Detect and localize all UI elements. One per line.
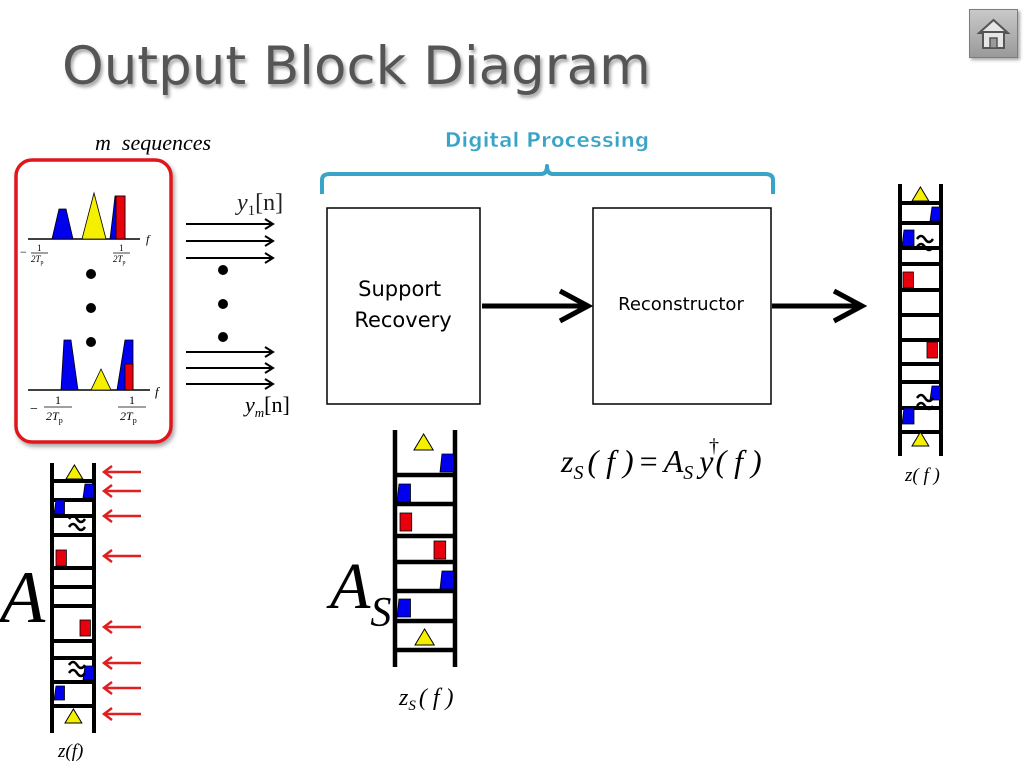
ladder-cell-red (433, 540, 447, 560)
signal-label-ym: ym[n] (243, 392, 290, 420)
svg-text:2Tp: 2Tp (31, 254, 44, 266)
reconstructor-label: Reconstructor (618, 294, 744, 315)
ladder-cell-blue (439, 453, 454, 473)
ladder-break-mark (67, 514, 87, 532)
ladder-cell-blue (396, 598, 411, 618)
ladder-break-mark (915, 393, 935, 411)
ladder-cell-blue (53, 685, 65, 701)
ladder-cell-yellow (413, 433, 435, 451)
spectrum-top: f − 1 2Tp 1 2Tp (20, 191, 151, 266)
ladder-cell-red (55, 549, 67, 567)
svg-text:zS( f )=ASy( f ): zS( f )=ASy( f ) (560, 443, 762, 484)
ladder-cell-red (79, 619, 91, 637)
signal-label-y1: y1[n] (235, 190, 283, 219)
ladder-cell-blue (929, 385, 941, 401)
ladder-cell-yellow (911, 186, 930, 202)
spectrum-bottom-axis-label: f (155, 384, 161, 399)
support-matrix-column (392, 430, 458, 667)
red-selection-arrowhead (101, 620, 113, 634)
red-selection-arrowhead (101, 509, 113, 523)
matrix-A-symbol: A (0, 557, 46, 639)
svg-text:2Tp: 2Tp (113, 254, 126, 266)
support-recovery-label: Support Recovery (354, 277, 451, 332)
red-selection-arrowhead (101, 707, 113, 721)
matrix-AS-column-label: zS( f ) (398, 685, 454, 714)
digital-processing-heading: Digital Processing (445, 128, 649, 152)
svg-text:AS: AS (326, 550, 391, 636)
red-selection-arrowhead (101, 656, 113, 670)
support-recovery-block (326, 207, 481, 405)
output-column-label: z( f ) (904, 465, 940, 486)
home-icon (976, 18, 1011, 49)
red-selection-arrowhead (101, 484, 113, 498)
spectrum-top-axis-label: f (146, 232, 151, 246)
ladder-cell-blue (439, 570, 454, 590)
ladder-cell-red (902, 271, 914, 289)
ladder-cell-blue (901, 229, 915, 247)
spectrum-top-neg-sign: − (20, 245, 27, 259)
svg-text:1: 1 (119, 243, 124, 253)
svg-text:1: 1 (55, 393, 61, 407)
svg-text:2Tp: 2Tp (120, 409, 137, 425)
spectrum-ellipsis (86, 269, 96, 347)
ladder-cell-yellow (65, 464, 84, 480)
red-selection-arrowhead (101, 681, 113, 695)
ladder-cell-red (926, 341, 938, 359)
red-selection-arrowhead (101, 465, 113, 479)
signal-arrows-top (186, 218, 275, 264)
ladder-cell-yellow (911, 431, 930, 447)
svg-text:zS( f ): zS( f ) (398, 685, 454, 714)
signal-ellipsis (218, 265, 228, 342)
svg-text:y1[n]: y1[n] (235, 190, 283, 219)
spectrum-top-right-tick: 1 2Tp (113, 243, 130, 266)
ladder-cell-red (399, 512, 413, 532)
ladder-break-mark (915, 234, 935, 252)
svg-text:ym[n]: ym[n] (243, 392, 290, 420)
m-sequences-heading: m sequences (95, 130, 211, 155)
sensing-matrix-column (50, 463, 96, 733)
ladder-cell-yellow (414, 628, 436, 646)
ladder-cell-blue (82, 483, 94, 499)
ladder-cell-blue (396, 483, 411, 503)
reconstructor-block (592, 207, 772, 405)
svg-text:1: 1 (37, 243, 42, 253)
ladder-break-mark (67, 660, 87, 678)
digital-processing-brace (320, 164, 775, 194)
output-column (898, 184, 943, 456)
arrow-support-to-reconstructor (482, 288, 594, 324)
svg-text:1: 1 (129, 393, 135, 407)
slide-title: Output Block Diagram (62, 36, 651, 97)
spectrum-top-left-tick: 1 2Tp (31, 243, 48, 266)
home-button[interactable] (969, 9, 1018, 58)
ladder-cell-blue (53, 499, 65, 515)
svg-text:2Tp: 2Tp (46, 409, 63, 425)
matrix-A-column-label: z(f) (57, 741, 83, 762)
spectrum-bottom: f − 1 2Tp 1 2Tp (28, 339, 161, 425)
matrix-AS-symbol: AS (326, 550, 391, 636)
arrow-reconstructor-to-output (772, 288, 868, 324)
selected-row-arrows (101, 465, 141, 721)
spectrum-bottom-right-tick: 1 2Tp (118, 393, 146, 425)
ladder-cell-blue (901, 407, 915, 425)
ladder-cell-yellow (64, 708, 83, 724)
spectrum-bottom-left-tick: 1 2Tp (44, 393, 72, 425)
ladder-cell-blue (82, 665, 94, 681)
ladder-cell-blue (929, 206, 941, 222)
signal-arrows-bottom (186, 346, 275, 390)
spectrum-bottom-neg-sign: − (30, 402, 38, 417)
red-selection-arrowhead (101, 549, 113, 563)
formula-dagger: † (709, 435, 719, 457)
